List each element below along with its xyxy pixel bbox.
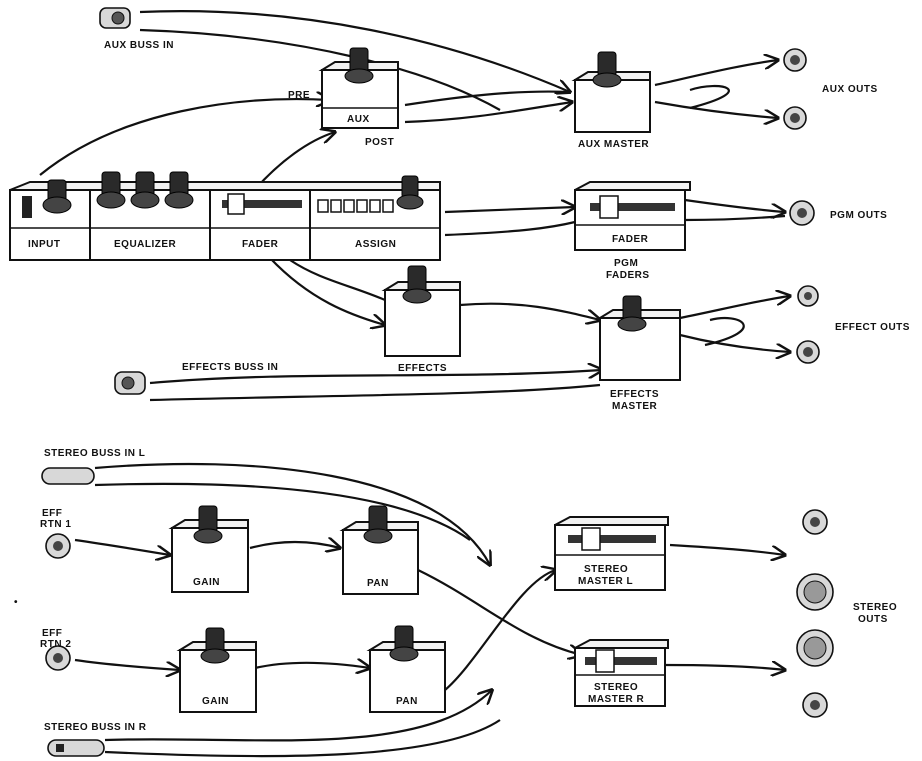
stereo-master-r-fader-icon — [585, 649, 657, 673]
assign-label: ASSIGN — [355, 239, 396, 250]
aux-box-label: AUX — [347, 114, 370, 125]
effects-label: EFFECTS — [398, 363, 447, 374]
input-label: INPUT — [28, 239, 61, 250]
eq-knob-3-icon — [164, 171, 194, 209]
fader-label: FADER — [242, 239, 279, 250]
aux-master-label: AUX MASTER — [578, 139, 649, 150]
aux-outs-label: AUX OUTS — [822, 84, 878, 95]
pan-2-label: PAN — [396, 696, 418, 707]
channel-fader-icon — [222, 193, 302, 215]
gain-2-knob-icon — [200, 627, 230, 664]
stereo-out-xlr-2-icon — [796, 629, 834, 667]
effects-buss-in-label: EFFECTS BUSS IN — [182, 362, 278, 373]
pgm-fader-icon — [590, 195, 675, 219]
aux-buss-in-label: AUX BUSS IN — [104, 40, 174, 51]
gain-2-label: GAIN — [202, 696, 229, 707]
pre-label: PRE — [288, 90, 310, 101]
pgm-fader-box-label: FADER — [612, 234, 649, 245]
eq-knob-2-icon — [130, 171, 160, 209]
effect-out-jack-1-icon — [797, 285, 819, 307]
eq-knob-1-icon — [96, 171, 126, 209]
effect-outs-label: EFFECT OUTS — [835, 322, 910, 333]
stereo-out-jack-2-icon — [802, 692, 828, 718]
eff-rtn-2-jack-icon — [45, 645, 71, 671]
effect-out-jack-2-icon — [796, 340, 820, 364]
stereo-out-xlr-1-icon — [796, 573, 834, 611]
aux-out-jack-1-icon — [783, 48, 807, 72]
effects-buss-in-jack-icon — [114, 371, 146, 395]
stereo-out-jack-1-icon — [802, 509, 828, 535]
assign-buttons-icon — [317, 199, 394, 213]
channel-strip — [9, 181, 441, 261]
aux-master-box — [571, 71, 651, 133]
gain-1-label: GAIN — [193, 577, 220, 588]
stereo-buss-in-r-jack-icon — [47, 739, 105, 757]
input-knob-icon — [22, 179, 72, 218]
stray-dot: • — [14, 597, 18, 608]
gain-1-knob-icon — [193, 505, 223, 544]
assign-knob-icon — [396, 175, 424, 210]
effects-knob-icon — [402, 265, 432, 304]
pan-1-knob-icon — [363, 505, 393, 544]
equalizer-label: EQUALIZER — [114, 239, 177, 250]
effects-master-knob-icon — [617, 295, 647, 332]
stereo-master-l-fader-icon — [568, 527, 656, 551]
aux-buss-in-jack-icon — [99, 7, 131, 29]
aux-out-jack-2-icon — [783, 106, 807, 130]
effects-box — [381, 281, 461, 357]
eff-rtn-1-jack-icon — [45, 533, 71, 559]
post-label: POST — [365, 137, 394, 148]
pgm-outs-label: PGM OUTS — [830, 210, 887, 221]
stereo-buss-in-r-label: STEREO BUSS IN R — [44, 722, 147, 733]
signal-paths — [39, 10, 790, 758]
pan-1-label: PAN — [367, 578, 389, 589]
stereo-buss-in-l-label: STEREO BUSS IN L — [44, 448, 145, 459]
aux-knob-icon — [344, 47, 374, 84]
aux-master-knob-icon — [592, 51, 622, 88]
pan-2-knob-icon — [389, 625, 419, 662]
pgm-fader-box — [574, 181, 691, 251]
pgm-out-jack-icon — [789, 200, 815, 226]
stereo-buss-in-l-jack-icon — [41, 467, 95, 485]
